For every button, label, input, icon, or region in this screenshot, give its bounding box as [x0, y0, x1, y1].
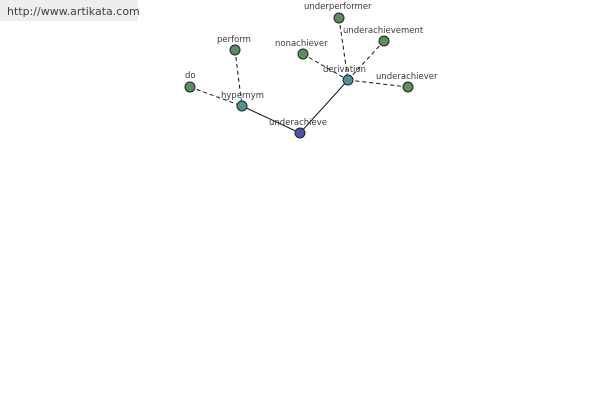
edge-derivation-center [299, 79, 349, 134]
site-url-bar[interactable]: http://www.artikata.com [0, 0, 140, 21]
node-perform[interactable] [229, 44, 241, 56]
node-hypernym[interactable] [236, 100, 248, 112]
label-underperformer: underperformer [304, 2, 372, 12]
node-derivation[interactable] [342, 74, 354, 86]
edge-nonachiever-derivation [302, 53, 349, 81]
label-hypernym: hypernym [221, 91, 264, 101]
edge-do-hypernym [189, 86, 243, 107]
edge-perform-hypernym [234, 49, 243, 107]
edge-underachievement-derivation [347, 40, 385, 81]
edge-underperformer-derivation [338, 17, 349, 81]
node-do[interactable] [184, 81, 196, 93]
node-nonachiever[interactable] [297, 48, 309, 60]
label-underachieve: underachieve [269, 118, 327, 128]
node-underachiever[interactable] [402, 81, 414, 93]
node-underperformer[interactable] [333, 12, 345, 24]
label-underachiever: underachiever [376, 72, 438, 82]
label-perform: perform [217, 35, 251, 45]
label-underachievement: underachievement [343, 26, 424, 36]
edge-hypernym-center [241, 105, 301, 134]
label-derivation: derivation [323, 65, 366, 75]
site-url-link[interactable]: http://www.artikata.com [7, 5, 140, 18]
node-underachievement[interactable] [378, 35, 390, 47]
node-underachieve[interactable] [294, 127, 306, 139]
edge-underachiever-derivation [347, 79, 409, 88]
label-do: do [185, 71, 196, 81]
label-nonachiever: nonachiever [275, 39, 328, 49]
